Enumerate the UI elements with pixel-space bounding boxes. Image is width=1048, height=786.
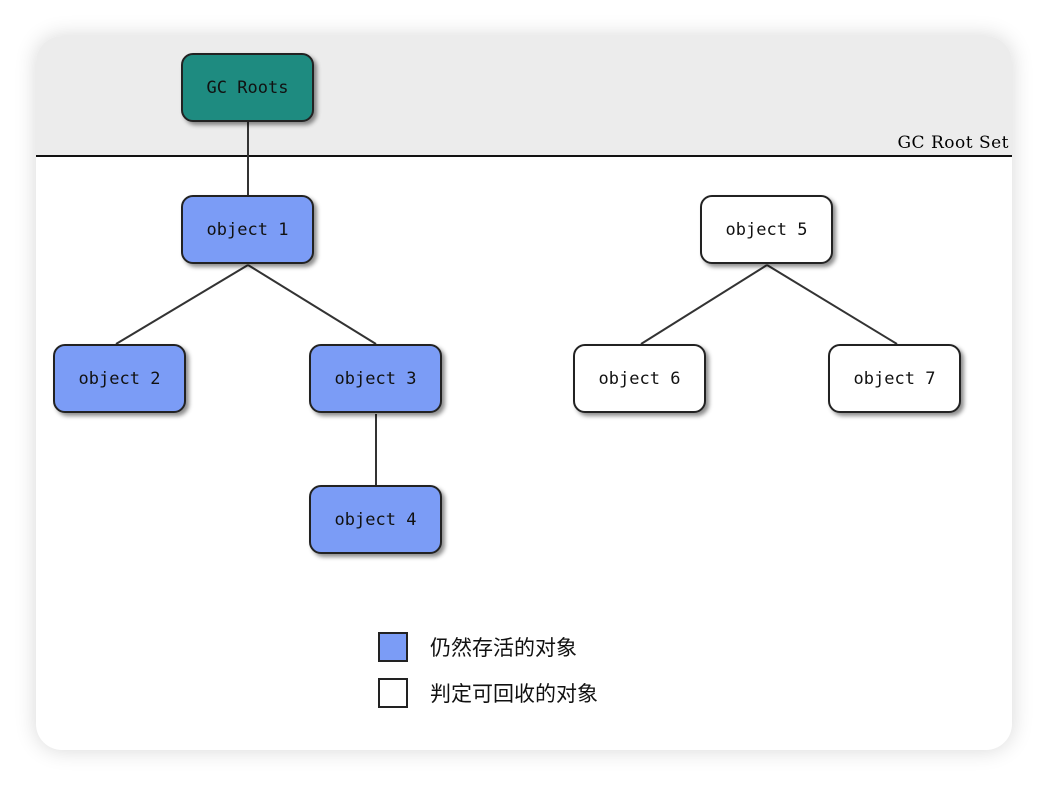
legend-label-alive: 仍然存活的对象 — [430, 636, 577, 660]
object-3-label: object 3 — [334, 368, 417, 389]
legend-item-collectable: 判定可回收的对象 — [378, 670, 598, 716]
object-5-label: object 5 — [725, 219, 808, 240]
object-3-node: object 3 — [309, 344, 442, 413]
object-7-label: object 7 — [853, 368, 936, 389]
object-6-node: object 6 — [573, 344, 706, 413]
edge-object1-object3 — [247, 264, 377, 345]
gc-roots-label: GC Roots — [206, 77, 289, 98]
object-1-node: object 1 — [181, 195, 314, 264]
edge-object1-object2 — [115, 264, 249, 345]
object-4-node: object 4 — [309, 485, 442, 554]
object-2-label: object 2 — [78, 368, 161, 389]
object-1-label: object 1 — [206, 219, 289, 240]
gc-roots-node: GC Roots — [181, 53, 314, 122]
object-2-node: object 2 — [53, 344, 186, 413]
object-6-label: object 6 — [598, 368, 681, 389]
gc-root-set-label: GC Root Set — [897, 133, 1009, 153]
legend-label-collectable: 判定可回收的对象 — [430, 682, 598, 706]
object-5-node: object 5 — [700, 195, 833, 264]
reference-edges — [115, 122, 898, 485]
legend: 仍然存活的对象 判定可回收的对象 — [378, 624, 598, 716]
edge-object5-object6 — [640, 264, 768, 345]
object-4-label: object 4 — [334, 509, 417, 530]
legend-swatch-alive — [378, 632, 408, 662]
diagram-frame: GC Root Set GC Roots object 1 object 2 o… — [36, 36, 1012, 750]
legend-item-alive: 仍然存活的对象 — [378, 624, 598, 670]
object-7-node: object 7 — [828, 344, 961, 413]
edge-object5-object7 — [766, 264, 898, 345]
legend-swatch-collectable — [378, 678, 408, 708]
